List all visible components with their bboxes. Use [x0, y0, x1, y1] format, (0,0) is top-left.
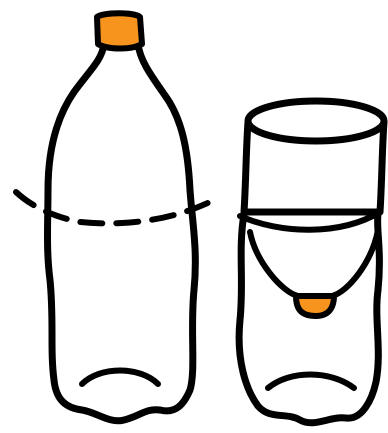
- cut-bottle-funnel: [239, 101, 384, 423]
- bottle-cap: [97, 13, 142, 48]
- funnel-top-opening: [248, 101, 384, 141]
- funnel-cap: [296, 296, 334, 316]
- bottle-outline: [48, 44, 196, 421]
- whole-bottle: [16, 13, 214, 421]
